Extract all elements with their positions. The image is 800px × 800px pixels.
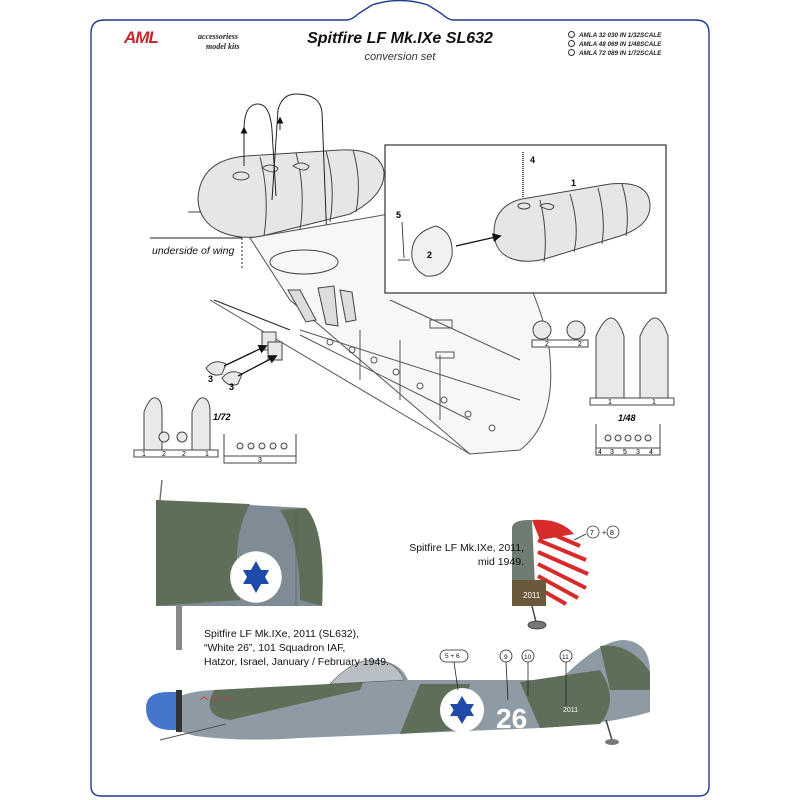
wheels-48-labels: 2 2 (545, 341, 582, 348)
radio-circle-icon (568, 49, 575, 56)
fuselage-fragment (156, 479, 323, 650)
profile-serial: 2011 (563, 707, 578, 714)
part-label-3b: 3 (229, 382, 234, 392)
leader-decal (573, 533, 587, 541)
assembly-arrows-top (240, 93, 329, 269)
inset-tank (493, 182, 651, 263)
rudder-caption: Spitfire LF Mk.IXe, 2011, mid 1949. (394, 541, 524, 569)
sprue-72-b-label: 3 (258, 457, 262, 464)
svg-text:1: 1 (205, 451, 209, 458)
sprue-72-a-labels: 1 2 2 1 (142, 451, 209, 458)
decal-num-8: 8 (610, 530, 614, 537)
sprue-72-a (133, 397, 219, 458)
profile-caption: Spitfire LF Mk.IXe, 2011 (SL632), “White… (204, 627, 434, 669)
scale-48-label: 1/48 (618, 413, 636, 423)
star-of-david-2 (450, 696, 474, 724)
page-title: Spitfire LF Mk.IXe SL632 (307, 30, 493, 47)
sprue-48-labels: 4 3 5 3 4 (598, 449, 653, 456)
product-code-72: AMLA 72 089 IN 1/72SCALE (568, 49, 708, 58)
inset-leader-5 (401, 221, 405, 259)
rudder (512, 519, 589, 630)
underside-label: underside of wing (152, 245, 235, 257)
part-label-1: 1 (571, 178, 576, 188)
part-3-shells (205, 331, 283, 386)
inset-arrow-cone (455, 233, 502, 247)
svg-text:2: 2 (545, 341, 549, 348)
page-subtitle: conversion set (364, 51, 436, 63)
svg-text:4: 4 (649, 449, 653, 456)
radio-circle-icon (568, 31, 575, 38)
inset-nosecone (398, 225, 453, 277)
svg-text:1: 1 (142, 451, 146, 458)
svg-text:2: 2 (182, 451, 186, 458)
radio-circle-icon (568, 40, 575, 47)
part-label-3a: 3 (208, 374, 213, 384)
spinner (146, 692, 176, 730)
svg-text:9: 9 (504, 654, 508, 661)
svg-text:5: 5 (623, 449, 627, 456)
svg-text:3: 3 (610, 449, 614, 456)
rudder-caption-line1: Spitfire LF Mk.IXe, 2011, (409, 542, 524, 554)
product-code-48: AMLA 48 069 IN 1/48SCALE (568, 40, 708, 49)
part-label-2: 2 (427, 250, 432, 260)
tanks-48-labels: 1 1 (608, 399, 656, 406)
profile-caption-line1: Spitfire LF Mk.IXe, 2011 (SL632), (204, 628, 360, 640)
svg-text:4: 4 (598, 449, 602, 456)
arrow-part3a (223, 345, 268, 367)
svg-text:11: 11 (562, 654, 569, 661)
logo-line1: accessoriess (198, 32, 238, 41)
leader-diag (213, 299, 291, 331)
decal-plus: + (602, 530, 606, 537)
part-label-4: 4 (530, 155, 535, 165)
decal-num-7: 7 (590, 530, 594, 537)
decal-badge-7 (586, 525, 600, 539)
svg-text:2: 2 (162, 451, 166, 458)
profile-caption-line2: “White 26”, 101 Squadron IAF, (204, 642, 346, 654)
logo-brand: AML (124, 28, 159, 47)
svg-text:5 + 6: 5 + 6 (445, 653, 460, 660)
tanks-48 (589, 317, 675, 406)
rudder-serial: 2011 (523, 591, 541, 600)
svg-text:10: 10 (524, 654, 532, 661)
rudder-caption-line2: mid 1949. (477, 556, 524, 568)
fuselage-code: 26 (496, 703, 527, 734)
product-codes: AMLA 32 030 IN 1/32SCALE AMLA 48 069 IN … (568, 31, 708, 58)
sprue-72-b (223, 434, 297, 464)
svg-text:1: 1 (608, 399, 612, 406)
arrow-part3b (237, 355, 278, 377)
profile-caption-line3: Hatzor, Israel, January / February 1949. (204, 656, 390, 668)
decal-badge-8 (606, 525, 620, 539)
sheet-border (90, 0, 710, 797)
wheels-48 (531, 320, 589, 348)
sprue-48 (595, 424, 661, 456)
scale-72-label: 1/72 (213, 412, 231, 422)
svg-text:1: 1 (652, 399, 656, 406)
star-of-david-1 (243, 561, 269, 593)
amla-logo: AML accessoriess model kits (124, 26, 264, 66)
decal-callouts (439, 649, 573, 706)
decal-callout-labels: 5 + 6 9 10 11 (445, 653, 569, 661)
logo-line2: model kits (206, 42, 240, 51)
aircraft-profile (146, 640, 650, 745)
part-label-5: 5 (396, 210, 401, 220)
svg-text:2: 2 (578, 341, 582, 348)
svg-text:3: 3 (636, 449, 640, 456)
drop-tank-main (188, 149, 385, 238)
product-code-32: AMLA 32 030 IN 1/32SCALE (568, 31, 708, 40)
tank-rack (269, 249, 357, 327)
